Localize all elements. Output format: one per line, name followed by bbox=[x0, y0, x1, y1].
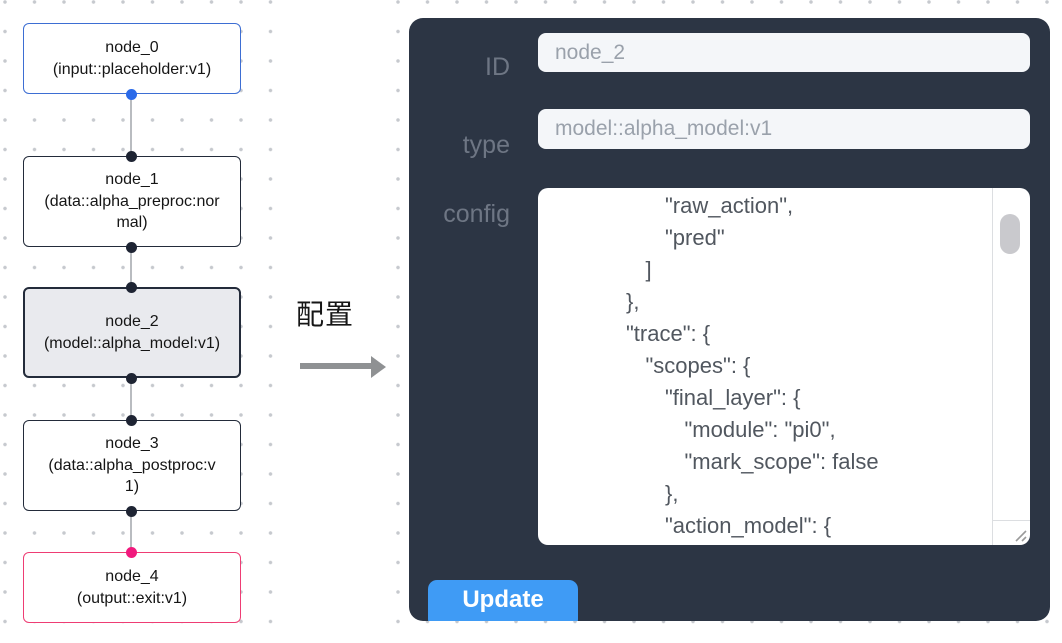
arrow-right-icon bbox=[300, 363, 372, 369]
node-title: node_3 bbox=[105, 435, 159, 453]
scrollbar-track bbox=[992, 188, 993, 545]
config-json-line: "scopes": { bbox=[645, 353, 751, 378]
config-panel: ID type config "raw_action", "pred"]}, "tr… bbox=[409, 18, 1050, 621]
node-title: node_2 bbox=[105, 313, 159, 330]
port-in-node_3[interactable] bbox=[126, 414, 137, 426]
flow-edge bbox=[130, 247, 132, 287]
scrollbar-thumb[interactable] bbox=[1000, 214, 1020, 254]
config-json-content: "raw_action", "pred"]}, "trace": { "scopes"… bbox=[538, 188, 1030, 542]
type-field[interactable] bbox=[538, 109, 1030, 149]
flow-edge bbox=[130, 378, 132, 420]
flow-node-node_0[interactable]: node_0(input::placeholder:v1) bbox=[23, 23, 241, 94]
port-out-node_0[interactable] bbox=[126, 88, 137, 100]
config-json-line: "action_model": { bbox=[665, 513, 832, 538]
port-in-node_2[interactable] bbox=[126, 281, 137, 293]
id-field-label: ID bbox=[485, 53, 510, 81]
port-in-node_1[interactable] bbox=[126, 150, 137, 162]
config-json-line: "final_layer": { bbox=[665, 385, 801, 410]
config-field-label: config bbox=[443, 200, 510, 228]
port-out-node_2[interactable] bbox=[126, 372, 137, 384]
port-out-node_1[interactable] bbox=[126, 241, 137, 253]
flow-node-node_4[interactable]: node_4(output::exit:v1) bbox=[23, 552, 241, 623]
id-field[interactable] bbox=[538, 33, 1030, 72]
node-type-label: (output::exit:v1) bbox=[76, 589, 188, 607]
port-out-node_3[interactable] bbox=[126, 505, 137, 517]
config-json-line: "mark_scope": false bbox=[684, 449, 879, 474]
node-type-label: (model::alpha_model:v1) bbox=[43, 334, 221, 352]
flow-node-node_1[interactable]: node_1(data::alpha_preproc:normal) bbox=[23, 156, 241, 247]
config-textarea[interactable]: "raw_action", "pred"]}, "trace": { "scopes"… bbox=[538, 188, 1030, 545]
node-title: node_1 bbox=[105, 171, 159, 189]
node-type-label: (data::alpha_postproc:v1) bbox=[48, 456, 216, 496]
annotation-label: 配置 bbox=[296, 299, 355, 330]
config-json-line: "pred" bbox=[665, 225, 725, 250]
node-type-label: (data::alpha_preproc:normal) bbox=[44, 192, 220, 232]
config-json-line: "trace": { bbox=[626, 321, 711, 346]
port-in-node_4[interactable] bbox=[126, 546, 137, 558]
node-type-label: (input::placeholder:v1) bbox=[52, 60, 212, 78]
update-button[interactable]: Update bbox=[428, 580, 578, 621]
config-json-line: "raw_action", bbox=[665, 193, 794, 218]
type-field-label: type bbox=[462, 131, 510, 159]
config-json-line: }, bbox=[665, 481, 679, 506]
flow-node-node_3[interactable]: node_3(data::alpha_postproc:v1) bbox=[23, 420, 241, 511]
arrow-right-icon-head bbox=[371, 355, 386, 378]
node-title: node_0 bbox=[105, 39, 159, 56]
flow-node-node_2[interactable]: node_2(model::alpha_model:v1) bbox=[23, 287, 241, 378]
config-json-line: "module": "pi0", bbox=[684, 417, 836, 442]
flow-edge bbox=[130, 511, 132, 552]
config-json-line: ] bbox=[645, 257, 652, 282]
scrollbar-corner bbox=[992, 520, 1030, 521]
flow-edge bbox=[130, 94, 132, 156]
config-json-line: }, bbox=[626, 289, 640, 314]
resize-handle-icon[interactable] bbox=[1013, 528, 1027, 542]
node-title: node_4 bbox=[105, 568, 159, 585]
